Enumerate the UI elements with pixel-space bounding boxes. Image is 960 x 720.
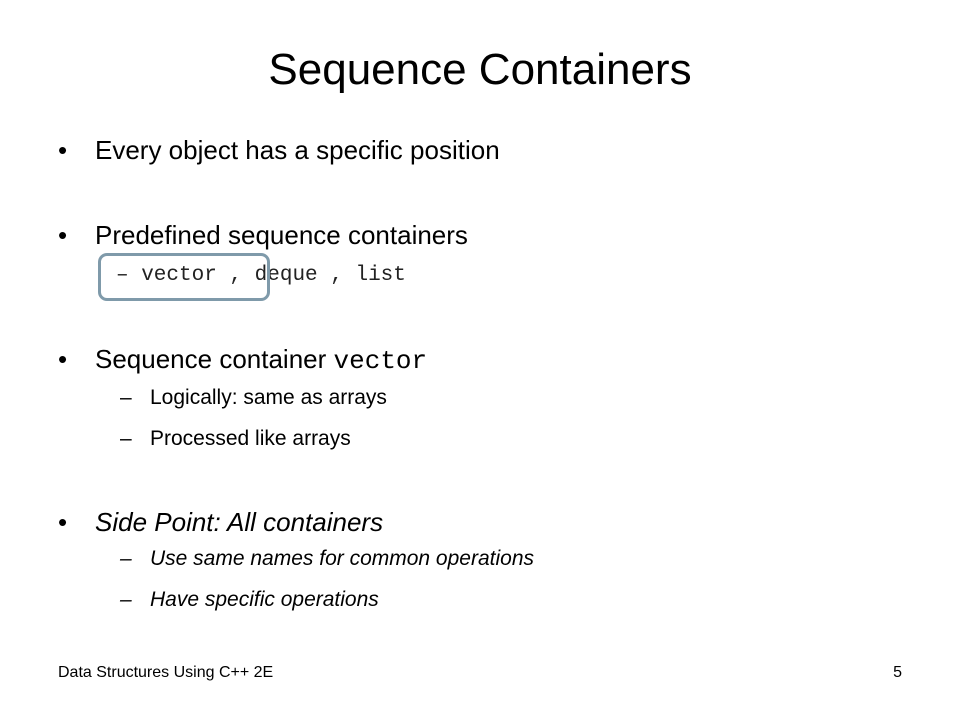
sub-text: Logically: same as arrays [150,386,387,409]
code-separator: , [317,264,356,287]
bullet-text: Sequence container [95,344,334,374]
sub-marker: – [120,427,132,450]
bullet-marker: • [58,135,68,165]
bullet-sequence-container-vector: • Sequence container vector [58,342,427,378]
sub-item-same-names: –Use same names for common operations [120,545,534,573]
bullet-marker: • [58,507,68,537]
sub-marker: – [120,547,132,570]
code-vector: – vector [116,264,217,287]
bullet-marker: • [58,344,68,374]
bullet-predefined-containers: • Predefined sequence containers [58,218,468,252]
sub-item-logically: –Logically: same as arrays [120,384,387,412]
sub-text: Have specific operations [150,588,379,611]
footer-book-title: Data Structures Using C++ 2E [58,664,274,681]
code-deque: deque [254,264,318,287]
container-list-code: – vector , deque , list [116,262,406,290]
slide-title: Sequence Containers [268,45,692,94]
bullet-text: Every object has a specific position [95,135,500,165]
code-list: list [355,264,406,287]
sub-item-processed: –Processed like arrays [120,425,351,453]
bullet-text: Predefined sequence containers [95,220,468,250]
bullet-text: Side Point: All containers [95,507,384,537]
sub-text: Use same names for common operations [150,547,534,570]
sub-text: Processed like arrays [150,427,351,450]
vector-highlight-box [98,253,270,301]
sub-marker: – [120,588,132,611]
footer-page-number: 5 [893,664,902,681]
bullet-marker: • [58,220,68,250]
code-separator: , [216,264,255,287]
sub-item-specific-operations: –Have specific operations [120,586,379,614]
bullet-side-point: • Side Point: All containers [58,505,383,539]
bullet-every-object: • Every object has a specific position [58,133,500,167]
bullet-code-vector: vector [333,346,428,376]
sub-marker: – [120,386,132,409]
